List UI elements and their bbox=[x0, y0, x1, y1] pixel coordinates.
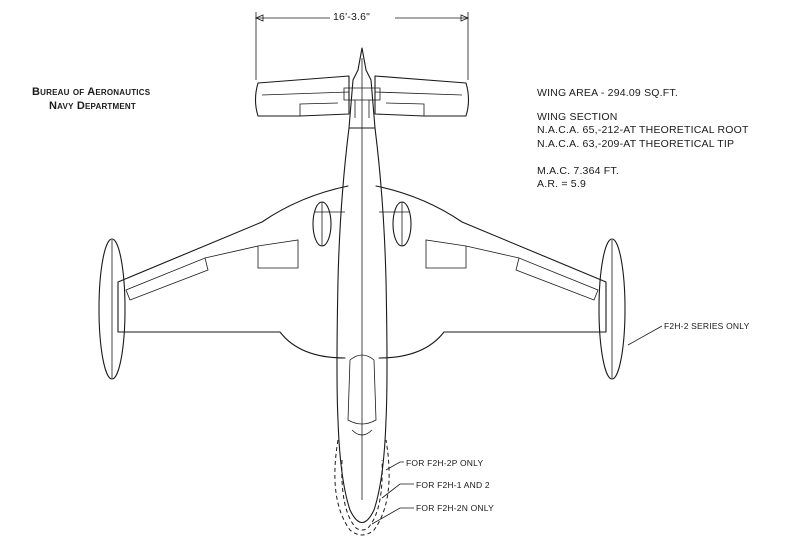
fuselage bbox=[336, 127, 388, 524]
wing-area: WING AREA - 294.09 SQ.FT. bbox=[537, 87, 678, 99]
engine-nacelles bbox=[312, 201, 412, 247]
wing-section-title: WING SECTION bbox=[537, 111, 618, 123]
alternate-noses bbox=[334, 439, 390, 536]
right-wing bbox=[375, 185, 607, 359]
aspect-ratio: A.R. = 5.9 bbox=[537, 178, 586, 190]
nose-1-2-callout: FOR F2H-1 AND 2 bbox=[416, 480, 490, 490]
leader-lines bbox=[371, 325, 663, 525]
mac-value: M.A.C. 7.364 FT. bbox=[537, 165, 619, 177]
horizontal-tail bbox=[254, 75, 470, 117]
span-dimension bbox=[254, 12, 470, 80]
nose-2p-callout: FOR F2H-2P ONLY bbox=[406, 458, 484, 468]
tip-section: N.A.C.A. 63,-209-AT THEORETICAL TIP bbox=[537, 138, 735, 150]
root-section: N.A.C.A. 65,-212-AT THEORETICAL ROOT bbox=[537, 124, 749, 136]
tip-tanks bbox=[98, 238, 626, 380]
span-dimension-label: 16'-3.6" bbox=[333, 11, 371, 23]
bureau-label: Bureau of Aeronautics bbox=[32, 86, 151, 98]
left-wing bbox=[117, 185, 349, 359]
nose-2n-callout: FOR F2H-2N ONLY bbox=[416, 503, 494, 513]
tip-tank-callout: F2H-2 SERIES ONLY bbox=[664, 321, 750, 331]
department-label: Navy Department bbox=[49, 100, 136, 112]
